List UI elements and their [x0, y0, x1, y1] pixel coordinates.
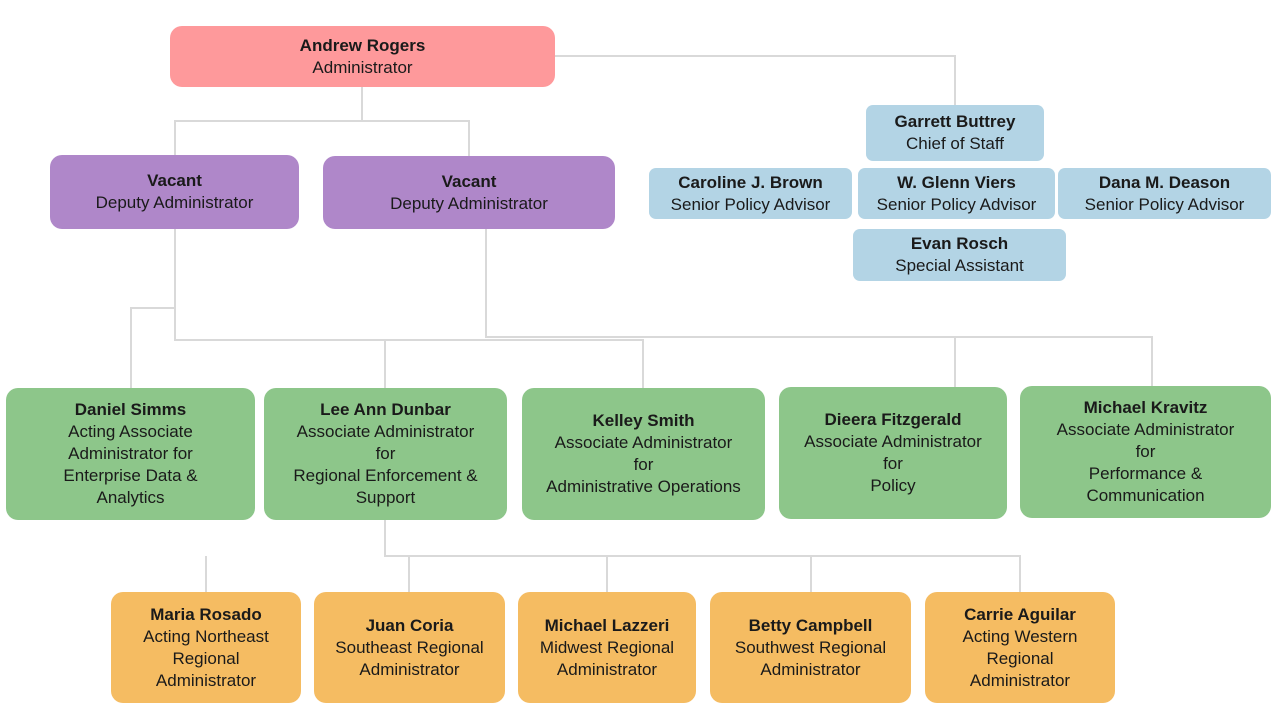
associate-name: Dieera Fitzgerald [824, 410, 962, 429]
deputy-box: Vacant Deputy Administrator [323, 156, 615, 229]
connector-admin-staff [555, 55, 956, 106]
special-assistant-title: Special Assistant [895, 256, 1024, 275]
regional-box: Maria Rosado Acting Northeast Regional A… [111, 592, 301, 703]
advisor-box: Dana M. Deason Senior Policy Advisor [1058, 168, 1271, 219]
regional-box: Michael Lazzeri Midwest Regional Adminis… [518, 592, 696, 703]
regional-title: Southeast Regional Administrator [335, 637, 484, 679]
associate-title: Associate Administrator for Policy [804, 432, 982, 495]
advisor-title: Senior Policy Advisor [876, 194, 1037, 214]
associate-name: Lee Ann Dunbar [320, 400, 451, 419]
advisor-name: Dana M. Deason [1098, 172, 1231, 192]
connector-associate-regionals [205, 520, 1021, 593]
associate-title: Associate Administrator for Regional Enf… [293, 422, 478, 507]
special-assistant-box: Evan Rosch Special Assistant [853, 229, 1066, 281]
associate-name: Daniel Simms [74, 400, 187, 419]
administrator-title: Administrator [312, 57, 413, 77]
regional-box: Betty Campbell Southwest Regional Admini… [710, 592, 911, 703]
connector-deputy2-associates [485, 229, 1153, 387]
regional-box: Carrie Aguilar Acting Western Regional A… [925, 592, 1115, 703]
regional-name: Maria Rosado [150, 604, 262, 624]
chief-of-staff-box: Garrett Buttrey Chief of Staff [866, 105, 1044, 161]
regional-name: Carrie Aguilar [964, 604, 1076, 624]
advisor-title: Senior Policy Advisor [670, 194, 831, 214]
advisor-box: W. Glenn Viers Senior Policy Advisor [858, 168, 1055, 219]
advisor-name: W. Glenn Viers [897, 172, 1016, 192]
regional-box: Juan Coria Southeast Regional Administra… [314, 592, 505, 703]
associate-box: Lee Ann Dunbar Associate Administrator f… [264, 388, 507, 520]
advisor-title: Senior Policy Advisor [1084, 194, 1245, 214]
advisor-name: Caroline J. Brown [678, 172, 823, 192]
administrator-box: Andrew Rogers Administrator [170, 26, 555, 87]
special-assistant-name: Evan Rosch [910, 234, 1009, 253]
deputy-title: Deputy Administrator [95, 193, 254, 212]
associate-title: Acting Associate Administrator for Enter… [63, 422, 198, 507]
associate-name: Michael Kravitz [1083, 398, 1208, 417]
associate-box: Dieera Fitzgerald Associate Administrato… [779, 387, 1007, 519]
associate-box: Kelley Smith Associate Administrator for… [522, 388, 765, 520]
chief-of-staff-name: Garrett Buttrey [894, 112, 1016, 131]
regional-title: Midwest Regional Administrator [539, 637, 675, 679]
associate-title: Associate Administrator for Administrati… [546, 433, 741, 496]
regional-name: Michael Lazzeri [544, 615, 670, 635]
associate-name: Kelley Smith [592, 411, 695, 430]
regional-name: Betty Campbell [748, 615, 873, 635]
regional-title: Acting Western Regional Administrator [962, 626, 1078, 690]
chief-of-staff-title: Chief of Staff [906, 134, 1004, 153]
associate-title: Associate Administrator for Performance … [1056, 420, 1235, 505]
connector-admin-deputies [174, 87, 470, 156]
deputy-title: Deputy Administrator [390, 193, 548, 213]
advisor-box: Caroline J. Brown Senior Policy Advisor [649, 168, 852, 219]
regional-name: Juan Coria [365, 615, 454, 635]
connector-deputy1-associates [130, 229, 644, 388]
deputy-name: Vacant [441, 171, 497, 191]
connector-group [130, 55, 1153, 593]
deputy-box: Vacant Deputy Administrator [50, 155, 299, 229]
associate-box: Michael Kravitz Associate Administrator … [1020, 386, 1271, 518]
regional-title: Acting Northeast Regional Administrator [143, 626, 269, 690]
administrator-name: Andrew Rogers [299, 35, 426, 55]
associate-box: Daniel Simms Acting Associate Administra… [6, 388, 255, 520]
deputy-name: Vacant [147, 171, 202, 190]
regional-title: Southwest Regional Administrator [734, 637, 887, 679]
